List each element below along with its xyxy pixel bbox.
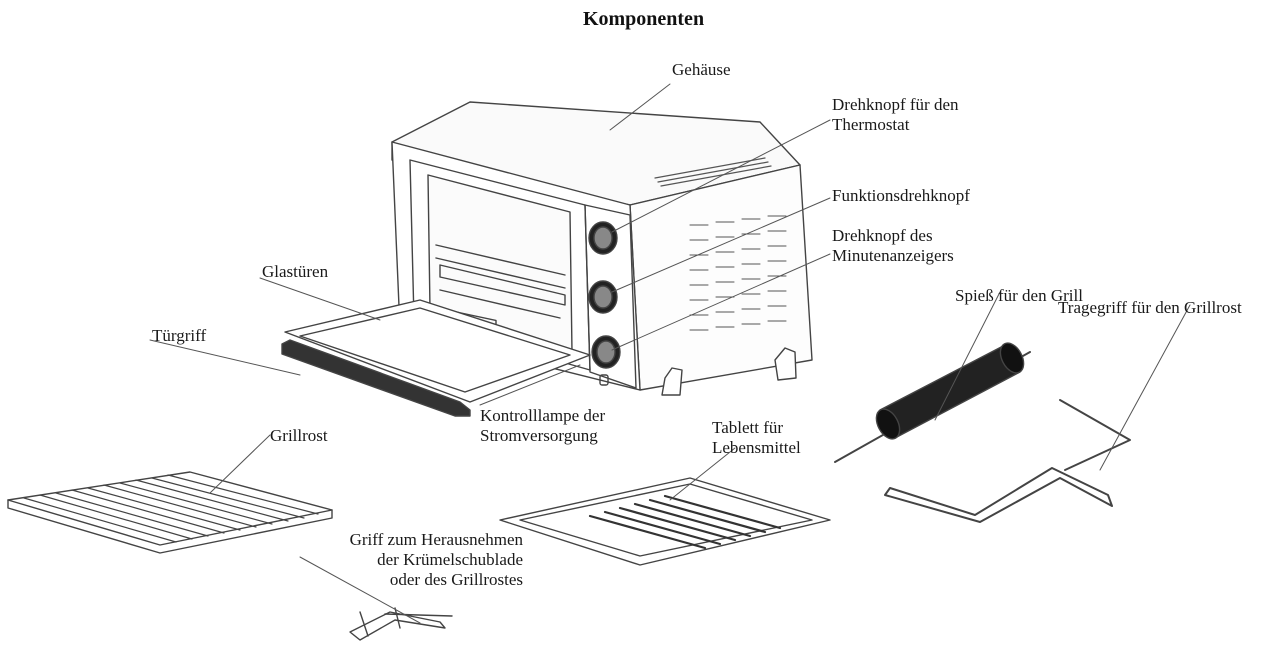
spit-illustration: [834, 342, 1031, 463]
label-grill-rack: Grillrost: [270, 426, 328, 445]
leader-lines: [149, 83, 1191, 624]
label-thermostat-line1: Drehknopf für den: [832, 95, 959, 114]
label-lifter: Tragegriff für den Grillrost: [1058, 298, 1242, 317]
label-power-lamp-line1: Kontrolllampe der: [480, 406, 606, 425]
label-spit: Spieß für den Grill: [955, 286, 1083, 305]
knob-function: [588, 280, 618, 314]
glass-door-shape: [284, 299, 591, 403]
label-timer-knob: Drehknopf des Minutenanzeigers: [832, 226, 954, 266]
label-timer-line2: Minutenanzeigers: [832, 246, 954, 265]
label-crumb-handle: Griff zum Herausnehmen der Krümelschubla…: [288, 530, 523, 590]
label-timer-line1: Drehknopf des: [832, 226, 933, 245]
food-tray-illustration: [499, 477, 831, 566]
label-crumb-handle-line1: Griff zum Herausnehmen: [349, 530, 523, 549]
label-gehaeuse: Gehäuse: [672, 60, 731, 79]
label-glass-doors: Glastüren: [262, 262, 329, 281]
door-handle-shape: [281, 339, 471, 417]
crumb-handle-illustration: [349, 607, 453, 641]
oven-illustration: [281, 101, 813, 417]
label-food-tray-line2: Lebensmittel: [712, 438, 801, 457]
knob-timer: [591, 335, 621, 369]
diagram-title: Komponenten: [582, 8, 705, 30]
label-thermostat-line2: Thermostat: [832, 115, 910, 134]
label-thermostat-knob: Drehknopf für den Thermostat: [832, 95, 959, 135]
lifter-illustration: [884, 399, 1131, 523]
label-crumb-handle-line3: oder des Grillrostes: [389, 570, 523, 589]
label-power-lamp: Kontrolllampe der Stromversorgung: [480, 406, 605, 446]
label-food-tray: Tablett für Lebensmittel: [712, 418, 801, 458]
label-function-knob: Funktionsdrehknopf: [832, 186, 970, 205]
label-power-lamp-line2: Stromversorgung: [480, 426, 598, 445]
label-food-tray-line1: Tablett für: [712, 418, 784, 437]
grill-rack-illustration: [7, 471, 333, 554]
knob-thermostat: [588, 221, 618, 255]
label-crumb-handle-line2: der Krümelschublade: [377, 550, 523, 569]
label-door-handle: Türgriff: [152, 326, 207, 345]
